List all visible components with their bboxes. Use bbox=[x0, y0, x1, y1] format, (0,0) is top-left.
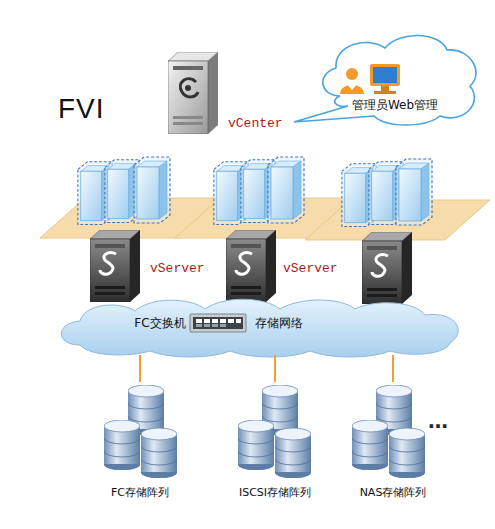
vcenter-server-icon bbox=[168, 52, 218, 134]
callout-cloud-outline bbox=[370, 64, 400, 86]
callout-cloud-outline bbox=[370, 64, 400, 94]
virtual-machine-icon bbox=[396, 159, 432, 225]
callout-cloud-outline bbox=[346, 68, 358, 80]
node-text: FC存储阵列 bbox=[90, 486, 190, 499]
network-cloud-outline bbox=[204, 324, 210, 327]
server-tower-icon bbox=[90, 230, 412, 304]
storage-array-icon bbox=[104, 385, 425, 478]
server-tower-icon bbox=[362, 232, 412, 304]
network-cloud-outline bbox=[196, 319, 202, 323]
callout-cloud-outline bbox=[346, 83, 358, 90]
storage-link bbox=[392, 355, 394, 382]
network-cloud-outline bbox=[61, 299, 458, 357]
storage-link bbox=[139, 355, 141, 382]
storage-array: ISCSI存储阵列 bbox=[215, 382, 335, 506]
network-cloud-outline bbox=[196, 324, 202, 327]
network-cloud-outline bbox=[190, 314, 246, 332]
network-cloud-outline bbox=[228, 319, 234, 323]
storage-array-icon bbox=[141, 428, 177, 478]
callout-cloud-outline bbox=[294, 35, 476, 125]
network-cloud-outline bbox=[220, 319, 226, 323]
network-cloud: FC交换机 存储网络 bbox=[50, 295, 470, 355]
server-tower-icon bbox=[90, 230, 140, 302]
node-text: vServer bbox=[150, 261, 214, 277]
storage-array-icon bbox=[352, 420, 388, 470]
storage-array-icon bbox=[275, 428, 311, 478]
storage-array-icon bbox=[104, 420, 140, 470]
server-node: vServer bbox=[226, 228, 350, 302]
storage-array-icon bbox=[389, 428, 425, 478]
network-cloud-outline bbox=[236, 319, 241, 323]
node-text: vCenter bbox=[228, 116, 298, 132]
storage-link bbox=[274, 355, 276, 382]
node-text: 存储网络 bbox=[249, 316, 309, 330]
virtual-machine-icon bbox=[78, 157, 432, 226]
network-cloud-outline bbox=[193, 317, 243, 329]
callout-cloud: 管理员Web管理 bbox=[290, 28, 485, 128]
network-cloud-outline bbox=[212, 324, 218, 327]
storage-array-icon bbox=[238, 420, 274, 470]
network-cloud-outline bbox=[212, 319, 218, 323]
network-cloud-outline bbox=[204, 319, 210, 323]
node-text: 管理员Web管理 bbox=[320, 98, 470, 112]
node-text: FC交换机 bbox=[130, 316, 190, 330]
storage-array: FC存储阵列 bbox=[90, 382, 190, 506]
management-server: vCenter bbox=[168, 52, 298, 138]
callout-cloud-outline bbox=[290, 28, 485, 128]
callout-cloud-outline bbox=[374, 91, 396, 94]
system-title: FVI bbox=[58, 94, 138, 125]
virtual-machine-icon bbox=[268, 157, 304, 223]
server-tower-icon bbox=[226, 230, 276, 302]
network-cloud-outline bbox=[220, 324, 226, 327]
node-text: NAS存储阵列 bbox=[338, 486, 448, 499]
callout-cloud-outline bbox=[373, 67, 397, 83]
network-cloud-outline bbox=[190, 314, 246, 332]
callout-cloud-outline bbox=[340, 68, 364, 94]
node-text: ISCSI存储阵列 bbox=[215, 486, 335, 499]
node-text: vServer bbox=[283, 261, 350, 277]
storage-array: NAS存储阵列 bbox=[338, 382, 448, 506]
virtual-machine-icon bbox=[134, 157, 170, 223]
vcenter-server-icon bbox=[168, 52, 218, 134]
server-node: vServer bbox=[90, 228, 214, 302]
continuation-mark: … bbox=[428, 410, 468, 432]
callout-cloud-outline bbox=[381, 86, 389, 91]
